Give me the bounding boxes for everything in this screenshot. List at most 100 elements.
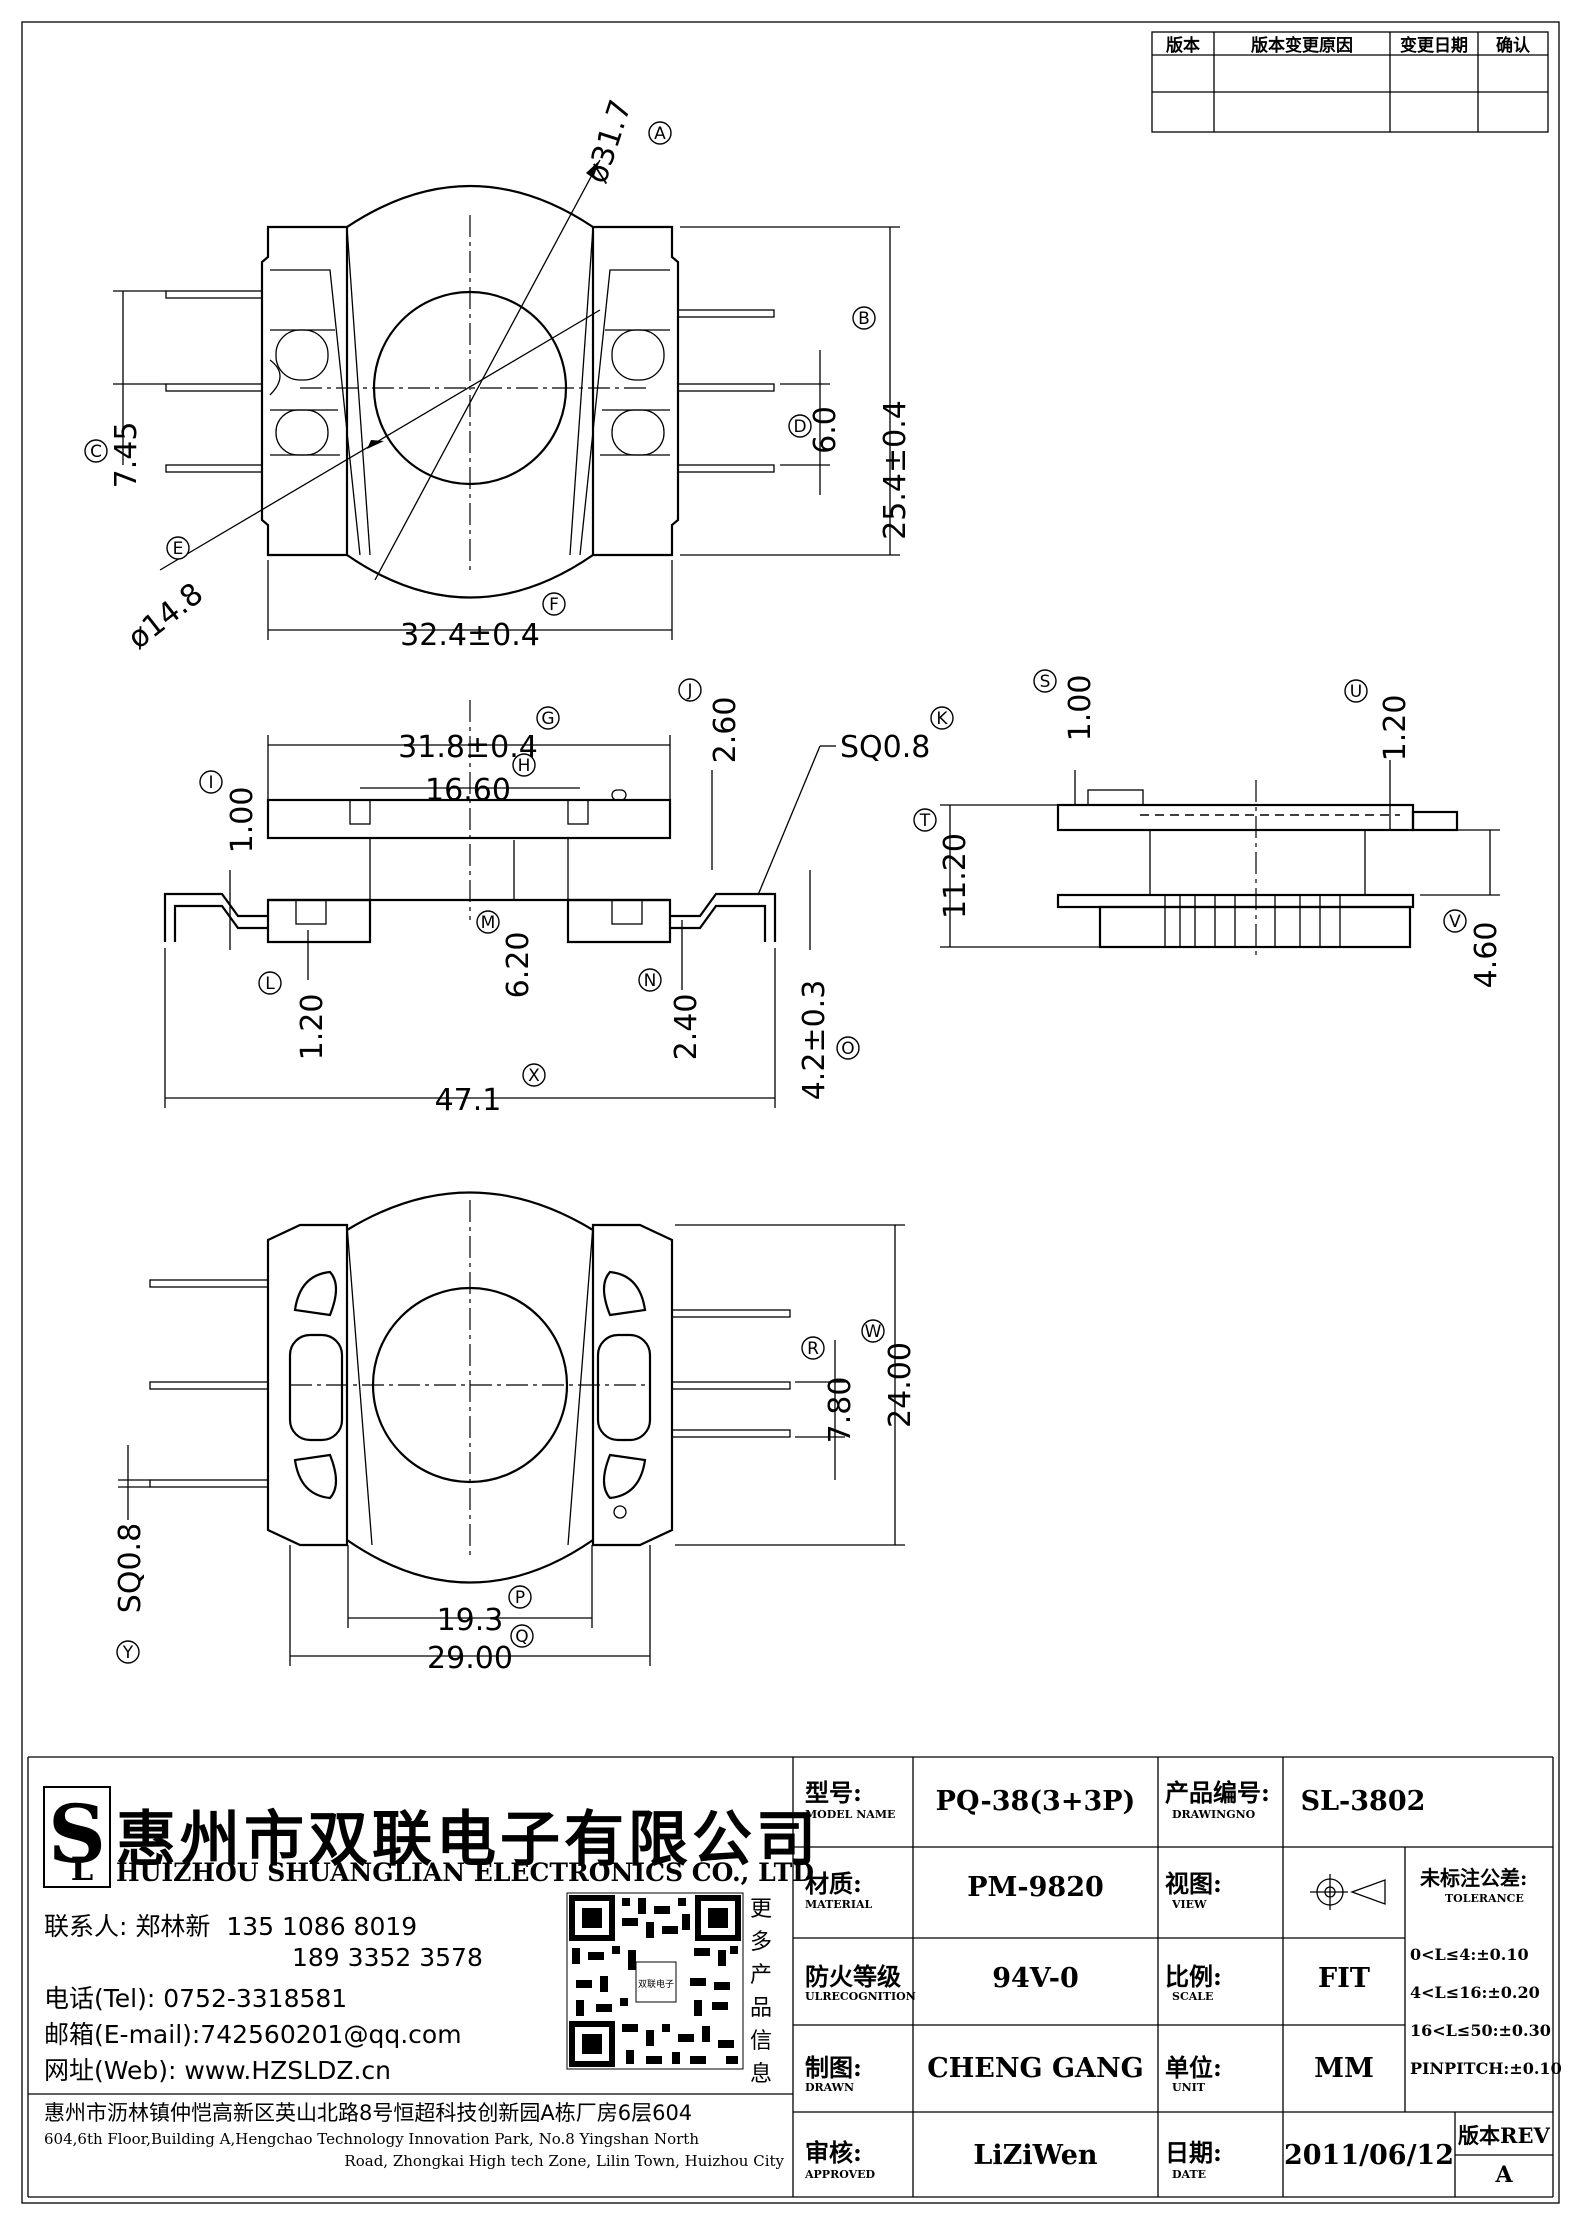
rev-label: 版本REV [1458,2123,1550,2148]
dim-end-total-h: 11.20 [938,833,973,919]
qr-caption: 更多产品信息 [749,1897,772,2087]
dim-side-core-h: 6.20 [501,932,536,999]
balloon-w: W [861,1319,885,1343]
dim-side-span: 47.1 [435,1083,502,1118]
model-sub: MODEL NAME [805,1808,896,1821]
dim-bottom-inner-w: 19.3 [437,1603,504,1638]
svg-text:Q: Q [515,1627,528,1647]
svg-text:J: J [686,681,692,701]
svg-text:H: H [518,756,531,776]
balloon-x: X [522,1063,546,1087]
dim-side-pin-len: 4.2±0.3 [797,980,832,1101]
balloon-v: V [1443,909,1467,933]
view-sub: VIEW [1172,1898,1207,1911]
drawn-value: CHENG GANG [927,2053,1144,2084]
approved-value: LiZiWen [973,2140,1098,2171]
fire-rating-sub: ULRECOGNITION [805,1990,916,2003]
contact-phone-2: 189 3352 3578 [292,1943,483,1972]
company-logo: S L [43,1786,111,1888]
svg-text:W: W [865,1322,882,1342]
rev-header-confirm: 确认 [1496,35,1531,56]
svg-text:G: G [541,709,554,729]
tolerance-label: 未标注公差: [1420,1866,1528,1890]
svg-text:C: C [90,442,102,462]
end-view: 1.00 1.20 11.20 4.60 S T U V [913,669,1504,988]
date-sub: DATE [1172,2168,1207,2181]
unit-sub: UNIT [1172,2081,1205,2094]
projection-symbol [1310,1874,1386,1910]
svg-text:M: M [481,913,496,933]
svg-text:L: L [265,974,275,994]
dim-side-height-a: 2.60 [708,697,743,764]
contact-email: 邮箱(E-mail):742560201@qq.com [44,2020,462,2049]
rev-header-date: 变更日期 [1400,35,1468,56]
approved-label: 审核: [805,2138,862,2167]
svg-text:N: N [644,971,657,991]
svg-text:X: X [528,1066,540,1086]
svg-text:S: S [1040,672,1051,692]
unit-label: 单位: [1165,2053,1222,2082]
qr-center-label: 双联电子 [638,1978,674,1990]
material-value: PM-9820 [967,1872,1104,1903]
qr-code: 双联电子 [566,1892,744,2070]
dim-side-flange: 1.00 [225,787,260,854]
dim-top-pin-offset: 6.0 [808,406,843,454]
dim-side-pin-gap: 2.40 [669,994,704,1061]
svg-text:T: T [919,811,931,831]
dim-top-width: 32.4±0.4 [400,618,540,653]
bottom-view: 7.80 24.00 19.3 29.00 SQ0.8 P Q R W Y [113,1191,918,1676]
balloon-b: B [852,306,876,330]
svg-text:I: I [208,773,213,793]
scale-label: 比例: [1165,1962,1222,1991]
address-cn: 惠州市沥林镇仲恺高新区英山北路8号恒超科技创新园A栋厂房6层604 [44,2101,693,2125]
contact-name: 郑林新 [135,1912,211,1941]
svg-text:F: F [549,595,559,615]
view-label: 视图: [1165,1869,1222,1898]
approved-sub: APPROVED [805,2168,876,2181]
svg-text:Y: Y [122,1643,134,1663]
unit-value: MM [1314,2053,1374,2084]
drawn-label: 制图: [805,2053,862,2082]
svg-text:B: B [858,309,870,329]
balloon-i: I [199,770,223,794]
contact-web: 网址(Web): www.HZSLDZ.cn [44,2056,392,2085]
scale-value: FIT [1318,1963,1370,1994]
svg-text:U: U [1350,682,1362,702]
balloon-h: H [512,753,536,777]
tolerance-2: 4<L≤16:±0.20 [1410,1983,1540,2002]
dim-end-flange-t: 1.00 [1063,675,1098,742]
svg-text:S: S [48,1787,106,1881]
company-name-en: HUIZHOU SHUANGLIAN ELECTRONICS CO., LTD [116,1858,814,1887]
page-border [21,21,1560,2204]
dim-top-pin-pitch: 7.45 [109,422,144,489]
dim-bottom-outer-w: 29.00 [427,1641,513,1676]
model-label: 型号: [805,1778,862,1807]
drawing-no-sub: DRAWINGNO [1172,1808,1256,1821]
balloon-j: J [678,678,702,702]
contact-phone-1: 135 1086 8019 [226,1912,418,1941]
dim-bottom-sq: SQ0.8 [113,1523,148,1613]
balloon-t: T [913,808,937,832]
revision-table: 版本 版本变更原因 变更日期 确认 [1151,31,1549,133]
date-value: 2011/06/12 [1283,2140,1454,2171]
svg-text:A: A [654,124,666,144]
dim-top-outer-diameter: ø31.7 [579,96,639,188]
balloon-r: R [801,1336,825,1360]
svg-text:P: P [515,1588,525,1608]
drawing-no-label: 产品编号: [1165,1778,1270,1807]
svg-text:E: E [173,539,184,559]
scale-sub: SCALE [1172,1990,1214,2003]
balloon-f: F [542,592,566,616]
balloon-s: S [1033,669,1057,693]
balloon-k: K [930,706,954,730]
side-view: 31.8±0.4 16.60 1.00 2.60 SQ0.8 6.20 1.20… [163,678,954,1118]
tolerance-1: 0<L≤4:±0.10 [1410,1945,1529,1964]
balloon-d: D [788,414,812,438]
dim-top-height: 25.4±0.4 [878,400,913,540]
title-block-grid [27,1756,1554,2198]
drawn-sub: DRAWN [805,2081,855,2094]
balloon-a: A [648,121,672,145]
dim-bottom-window: 7.80 [823,1377,858,1444]
material-sub: MATERIAL [805,1898,873,1911]
